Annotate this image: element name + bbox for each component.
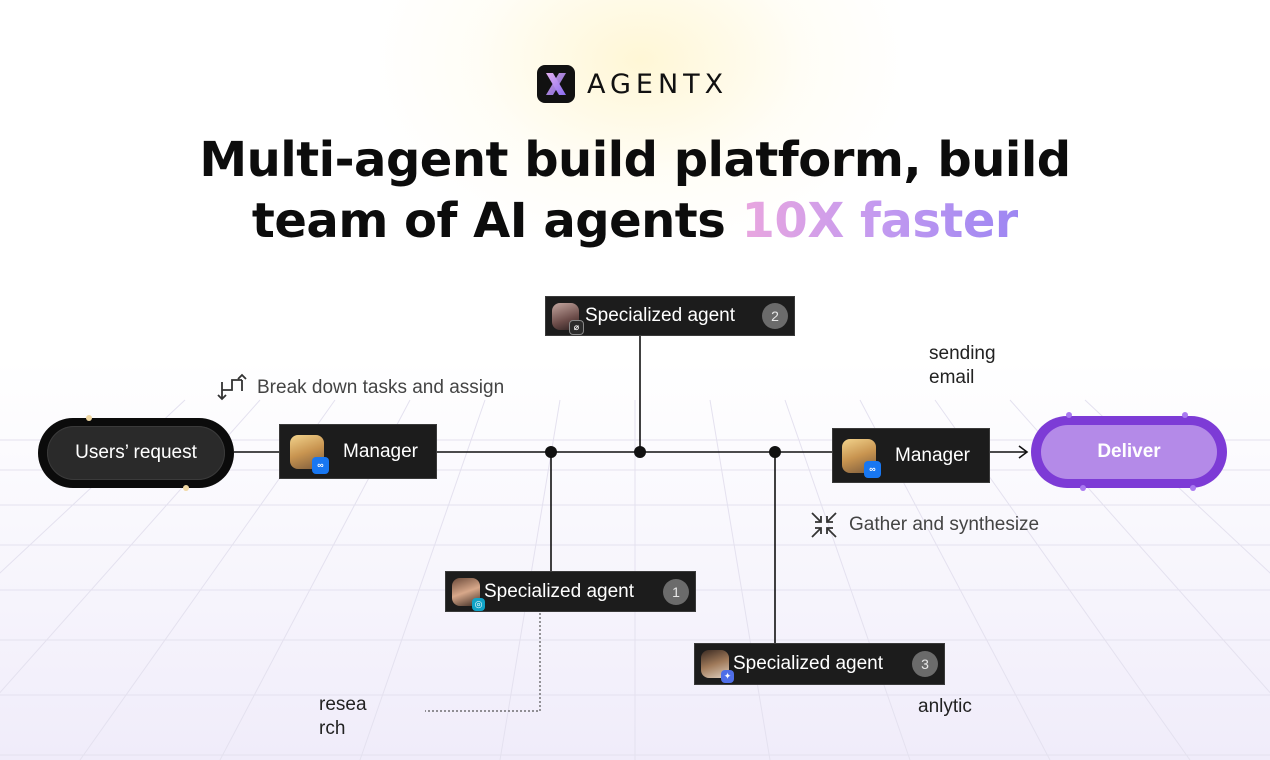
specialized-agent-1-label: Specialized agent [484, 580, 634, 602]
manager-right-label: Manager [895, 444, 970, 466]
page-headline: Multi-agent build platform, build team o… [0, 130, 1270, 252]
meta-icon: ∞ [864, 460, 881, 478]
headline-highlight: 10X faster [741, 193, 1019, 249]
agent-avatar: ✦ [701, 650, 734, 683]
break-down-annotation: Break down tasks and assign [217, 373, 504, 403]
users-request-label: Users’ request [47, 426, 225, 480]
pill-decoration-dot [1066, 412, 1072, 418]
specialized-agent-1-node[interactable]: ◎ Specialized agent 1 [445, 571, 696, 612]
agent-2-note-line-2: email [929, 367, 975, 388]
agent-3-note-line-1: anlytic [918, 696, 972, 717]
split-arrows-icon [217, 373, 247, 401]
agent-number-badge: 1 [663, 578, 689, 605]
agent-avatar: ◎ [452, 577, 485, 611]
manager-avatar: ∞ [842, 438, 881, 478]
pill-decoration-dot [1190, 485, 1196, 491]
break-down-text: Break down tasks and assign [257, 377, 505, 398]
gather-text: Gather and synthesize [849, 514, 1040, 535]
manager-left-node[interactable]: ∞ Manager [279, 424, 437, 479]
headline-line-2-prefix: team of AI agents [251, 193, 742, 249]
agent-number-badge: 2 [762, 303, 788, 329]
perplexity-icon: ⌀ [569, 319, 584, 335]
manager-avatar: ∞ [290, 434, 329, 474]
users-request-pill[interactable]: Users’ request [38, 418, 234, 488]
agent-1-note: resea rch [319, 693, 367, 741]
manager-right-node[interactable]: ∞ Manager [832, 428, 990, 483]
headline-line-2: team of AI agents 10X faster [0, 191, 1270, 252]
agent-3-note: anlytic [918, 695, 972, 719]
gather-annotation: Gather and synthesize [810, 511, 1039, 539]
agent-1-note-line-2: rch [319, 718, 346, 739]
brand-logo[interactable]: AGENTX [537, 64, 728, 104]
brand-name: AGENTX [587, 68, 729, 100]
specialized-agent-3-node[interactable]: ✦ Specialized agent 3 [694, 643, 945, 685]
specialized-agent-2-label: Specialized agent [585, 305, 735, 326]
pill-decoration-dot [183, 485, 189, 491]
collapse-arrows-icon [811, 512, 837, 538]
agent-2-note-line-1: sending [929, 343, 996, 364]
manager-left-label: Manager [343, 440, 418, 462]
agent-2-note: sending email [929, 342, 996, 390]
specialized-agent-3-label: Specialized agent [733, 653, 883, 674]
agent-number-badge: 3 [912, 651, 938, 677]
agent-1-note-line-1: resea [319, 694, 367, 715]
pill-decoration-dot [1182, 412, 1188, 418]
deliver-pill[interactable]: Deliver [1031, 416, 1227, 488]
openai-icon: ◎ [472, 597, 485, 611]
specialized-agent-2-node[interactable]: ⌀ Specialized agent 2 [545, 296, 795, 336]
agent-avatar: ⌀ [552, 302, 584, 335]
pill-decoration-dot [86, 415, 92, 421]
headline-line-1: Multi-agent build platform, build [199, 132, 1071, 188]
claude-icon: ✦ [721, 670, 734, 683]
meta-icon: ∞ [312, 456, 329, 474]
pill-decoration-dot [1080, 485, 1086, 491]
deliver-label: Deliver [1041, 425, 1217, 479]
x-logo-icon [537, 65, 575, 103]
perspective-grid [0, 399, 1270, 760]
